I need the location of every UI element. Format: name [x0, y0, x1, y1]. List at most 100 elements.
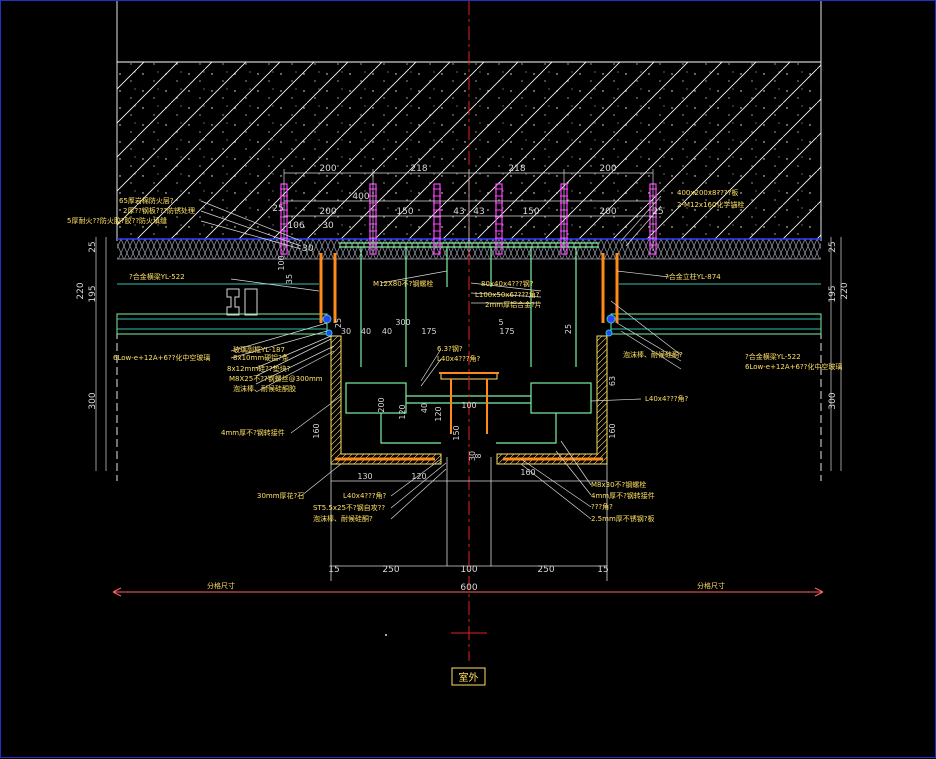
dim-text: 8 [474, 453, 483, 458]
annotation-label: 80x40x4???钢? [481, 279, 534, 288]
annotation-label: 6Low-e+12A+6??化中空玻璃 [113, 353, 210, 362]
dim-text: 25 [652, 207, 663, 217]
module-label-left: 分格尺寸 [207, 581, 235, 590]
dim-text: 106 [287, 221, 304, 231]
dim-text: 195 [88, 285, 98, 302]
annotation-label: 2.5mm厚不锈钢?板 [591, 514, 655, 523]
left-profile-symbol [226, 288, 258, 316]
top-dimension-texts: 200 218 218 200 400 200 150 43 43 150 20… [272, 164, 663, 254]
annotation-label: 2厚??钢板???防锈处理 [123, 206, 195, 215]
dim-text: 160 [608, 423, 617, 438]
dim-text: 40 [382, 327, 392, 336]
dim-text: 250 [382, 565, 399, 575]
dim-text: 43 [453, 207, 464, 217]
annotation-label: 6.3?钢? [437, 344, 463, 353]
dim-text: 120 [434, 406, 443, 421]
center-annotations: M12X80不?钢螺栓 80x40x4???钢? L100x50x6????角?… [373, 279, 542, 363]
dim-text: 30 [302, 244, 314, 254]
dim-text: 200 [319, 164, 336, 174]
centerline [451, 1, 487, 661]
grid-lines [116, 1, 822, 481]
dim-text: 35 [285, 274, 294, 284]
dimension-lines [95, 169, 842, 567]
dim-text: 130 [357, 472, 372, 481]
annotation-label: 5厚耐火??防火胶?胶??防火填缝 [67, 216, 167, 225]
dim-text: 30 [468, 451, 477, 461]
dim-text: 250 [537, 565, 554, 575]
dim-text: 160 [520, 468, 535, 477]
dim-text: 120 [411, 472, 426, 481]
dim-text: 218 [508, 164, 525, 174]
dim-text: 300 [828, 392, 838, 409]
total-dim-text: 600 [460, 583, 477, 593]
annotation-label: ?合金立柱YL-874 [665, 272, 721, 281]
dim-text: 25 [828, 241, 838, 252]
dim-text: 120 [398, 404, 407, 419]
annotation-label: 玻璃副框YL-187 [233, 345, 285, 354]
annotation-label: ???角? [591, 502, 613, 511]
annotation-label: 4mm厚不?钢转接件 [221, 428, 285, 437]
dim-text: 100 [460, 565, 477, 575]
dim-text: 150 [452, 425, 461, 440]
annotation-label: ?合金横梁YL-522 [745, 352, 801, 361]
leader-lines [200, 195, 682, 520]
seals [322, 314, 616, 337]
annotation-label: 6Low-e+12A+6??化中空玻璃 [745, 362, 842, 371]
gaskets [319, 253, 619, 461]
dim-text: 300 [395, 318, 410, 327]
concrete-slab [117, 61, 821, 239]
dim-text: 300 [88, 392, 98, 409]
annotation-label: L40x4???角? [645, 394, 689, 403]
dim-text: 30 [322, 221, 334, 231]
dim-text: 218 [410, 164, 427, 174]
dim-text: 25 [272, 204, 283, 214]
annotation-label: 泡沫棒、耐候硅酮? [623, 350, 683, 359]
annotation-label: 400x200x8????板 [677, 188, 738, 197]
bottom-dimension-texts: 15 250 100 250 15 600 [328, 565, 608, 593]
annotation-label: M8x30不?钢螺栓 [591, 480, 646, 489]
dim-text: 25 [564, 324, 573, 334]
left-annotations: 65厚岩棉防火层? 2厚??钢板???防锈处理 5厚耐火??防火胶?胶??防火填… [67, 196, 387, 523]
dim-text: 220 [840, 282, 850, 299]
dim-text: 15 [597, 565, 608, 575]
glass-panels [116, 283, 822, 335]
dim-text: 63 [608, 376, 617, 386]
annotation-label: 2mm厚铝合金?片 [485, 300, 542, 309]
dim-text: 43 [473, 207, 484, 217]
dim-text: 200 [599, 164, 616, 174]
dim-text: 40 [420, 403, 429, 413]
dim-text: 195 [828, 285, 838, 302]
annotation-label: L100x50x6????角? [475, 290, 540, 299]
module-span: 分格尺寸 分格尺寸 [112, 581, 824, 597]
annotation-label: ST5.5x25不?钢自攻?? [313, 503, 385, 512]
dim-text: 100 [277, 255, 286, 270]
annotation-label: L40x4???角? [343, 491, 387, 500]
dim-text: 175 [421, 327, 436, 336]
dim-text: 200 [377, 397, 386, 412]
outdoor-tag: 室外 [451, 667, 486, 686]
outdoor-label: 室外 [459, 671, 479, 684]
inner-dimension-texts: 100 35 30 40 40 300 175 5 175 25 25 63 1… [277, 255, 617, 481]
dim-text: 400 [352, 192, 369, 202]
dim-text: 5 [498, 318, 503, 327]
annotation-label: M12X80不?钢螺栓 [373, 279, 433, 288]
anchor-bolt [495, 183, 503, 255]
dim-text: 175 [499, 327, 514, 336]
anchor-bolt [433, 183, 441, 255]
annotation-label: 8x10mm硬铝?条 [233, 353, 289, 362]
dim-text: 30 [341, 327, 351, 336]
annotation-label: 泡沫棒、耐候硅酮? [313, 514, 373, 523]
vertical-dimension-texts: 25 220 195 300 25 220 195 300 [76, 241, 850, 409]
dim-text: 200 [319, 207, 336, 217]
dim-text: 160 [312, 423, 321, 438]
right-annotations: 400x200x8????板 2-M12x160化学锚栓 ?合金立柱YL-874… [591, 188, 842, 523]
annotation-label: 65厚岩棉防火层? [119, 196, 174, 205]
annotation-label: 4mm厚不?钢转接件 [591, 491, 655, 500]
annotation-label: ?合金横梁YL-522 [129, 272, 185, 281]
dim-text: 40 [361, 327, 371, 336]
dim-text: 220 [76, 282, 86, 299]
dim-text: 25 [88, 241, 98, 252]
dim-text: 150 [522, 207, 539, 217]
